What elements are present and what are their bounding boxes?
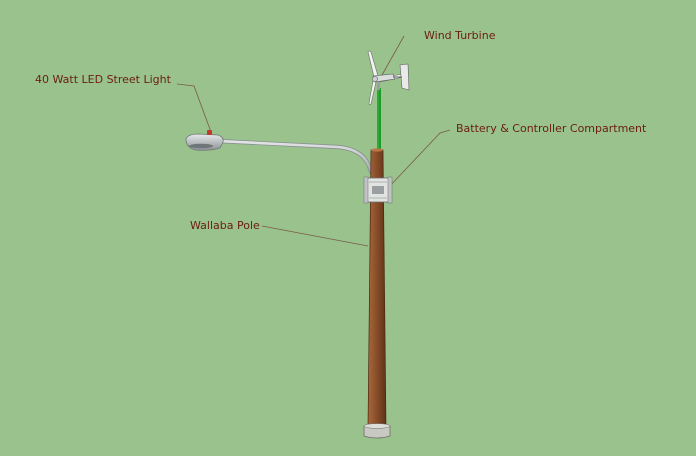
turbine-blade-bottom — [368, 80, 377, 106]
wallaba-pole-label: Wallaba Pole — [190, 219, 260, 232]
leader-line-turbine — [381, 35, 405, 76]
battery-compartment-label: Battery & Controller Compartment — [456, 122, 647, 135]
wind-turbine — [367, 50, 410, 106]
led-street-light-fixture — [185, 130, 224, 151]
turbine-tail-fin — [399, 63, 410, 91]
wind-turbine-label: Wind Turbine — [424, 29, 496, 42]
pole-base — [363, 423, 391, 439]
leader-line-pole — [261, 225, 369, 247]
street-light-label: 40 Watt LED Street Light — [35, 73, 171, 86]
turbine-blade-top — [367, 50, 379, 78]
battery-controller-compartment — [363, 176, 393, 204]
turbine-cable — [377, 88, 381, 150]
leader-lines — [176, 35, 451, 247]
leader-line-battery — [387, 129, 451, 189]
leader-line-light — [176, 83, 212, 133]
light-indicator — [207, 130, 212, 135]
turbine-hub — [372, 76, 378, 82]
light-arm — [215, 138, 374, 175]
